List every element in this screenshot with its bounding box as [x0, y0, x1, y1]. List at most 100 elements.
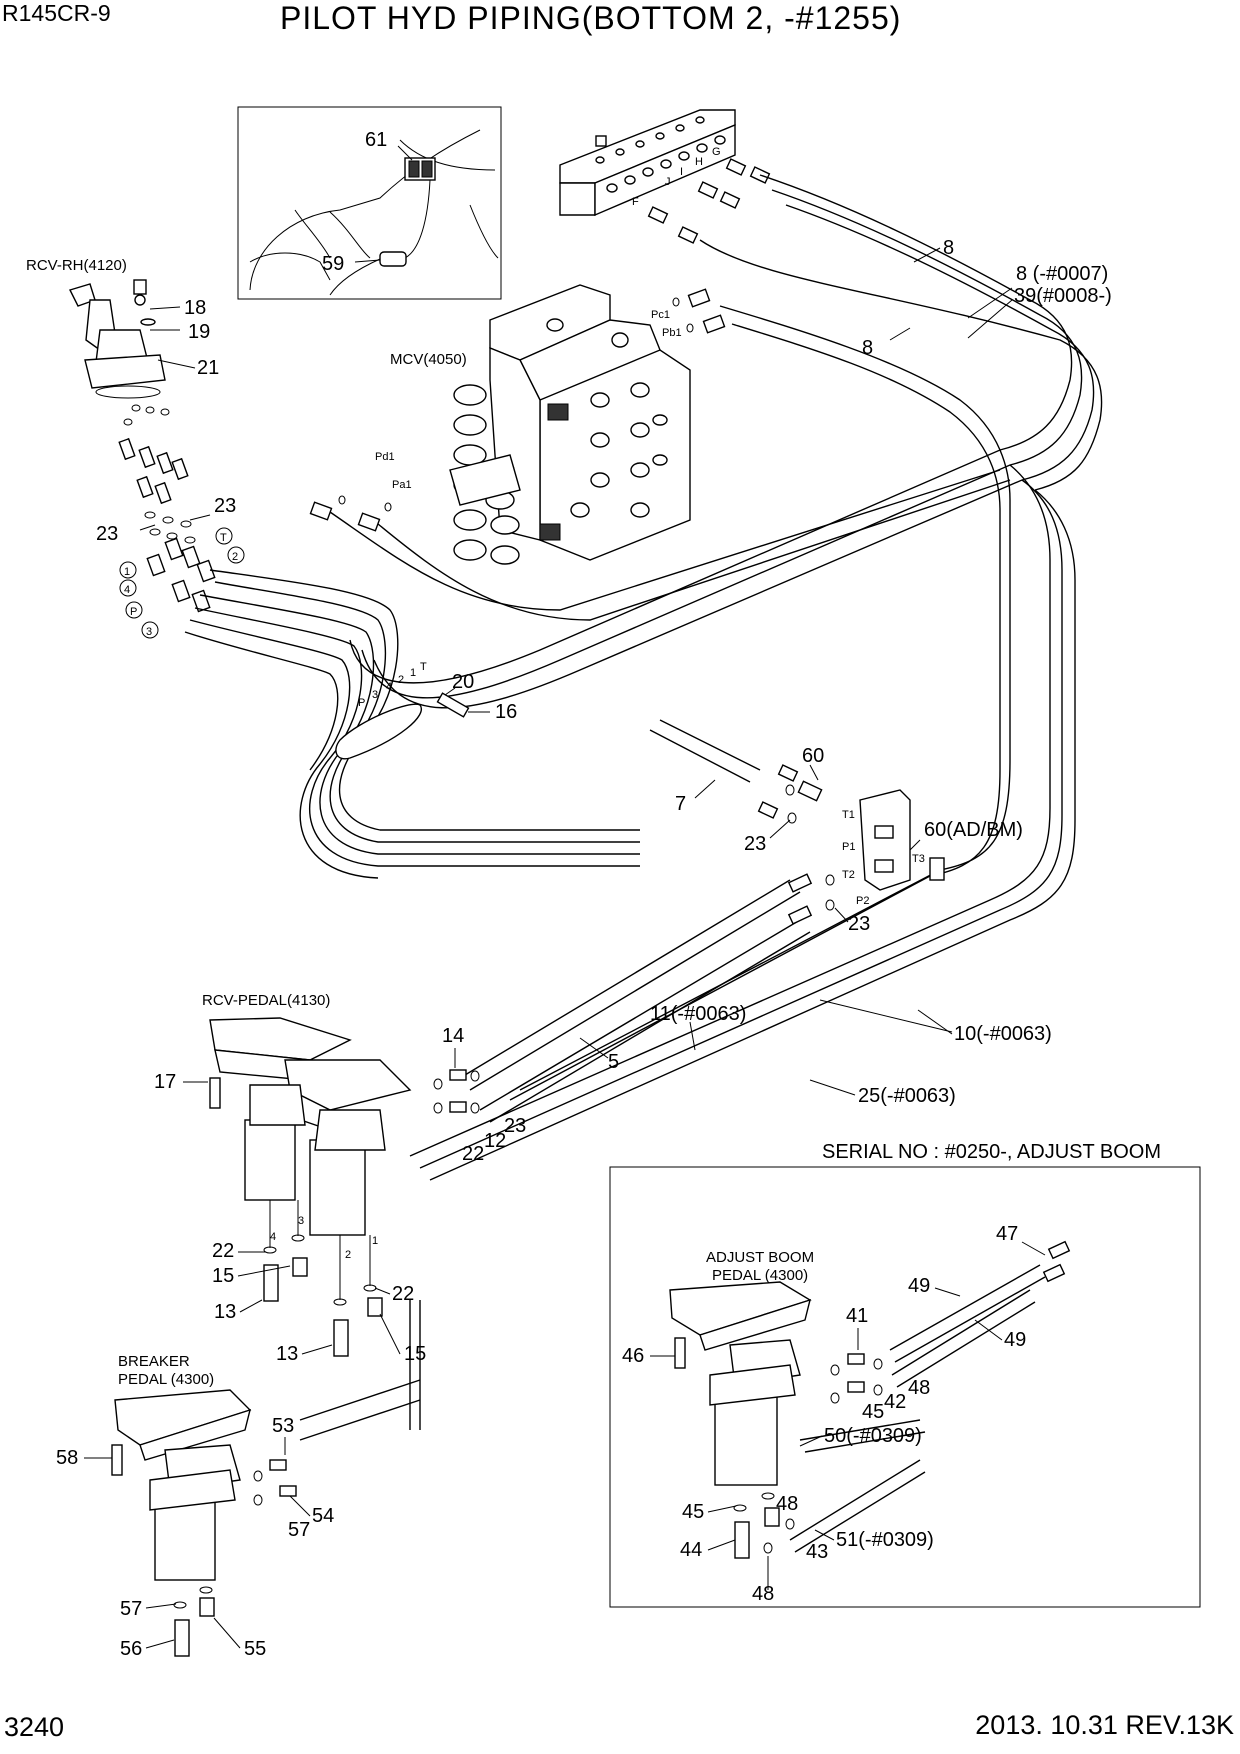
- callout-51: 51(-#0309): [836, 1529, 934, 1551]
- callout-23-a: 23: [214, 495, 236, 517]
- port-1-circle: 1: [124, 566, 130, 578]
- callout-22-b: 22: [212, 1240, 234, 1262]
- port-2-circle: 2: [232, 551, 238, 563]
- callout-48-b: 48: [776, 1493, 798, 1515]
- cab-switch-inset: 61 59: [237, 106, 502, 300]
- port-3-circle: 3: [146, 626, 152, 638]
- bundle-label-1: 1: [410, 667, 416, 679]
- adjust-boom-section: SERIAL NO : #0250-, ADJUST BOOM ADJUST B…: [609, 1141, 1201, 1608]
- callout-57-b: 57: [120, 1598, 142, 1620]
- callout-19: 19: [188, 321, 210, 343]
- callout-60-ad: 60(AD/BM): [924, 819, 1023, 841]
- port-t2-label: T2: [842, 869, 855, 881]
- callout-61: 61: [365, 129, 387, 151]
- callout-14: 14: [442, 1025, 464, 1047]
- port-t3-label: T3: [912, 853, 925, 865]
- callout-10: 10(-#0063): [954, 1023, 1052, 1045]
- callout-60: 60: [802, 745, 824, 767]
- callout-22-c: 22: [392, 1283, 414, 1305]
- port-g-label: G: [712, 146, 721, 158]
- callout-23-b: 23: [96, 523, 118, 545]
- callout-53: 53: [272, 1415, 294, 1437]
- rcv-pedal-label: RCV-PEDAL(4130): [202, 992, 330, 1009]
- callout-5: 5: [608, 1051, 619, 1073]
- callout-59: 59: [322, 253, 344, 275]
- connector-59: [379, 251, 407, 267]
- tee-bracket: T1 P1 T2 T3 P2: [757, 764, 945, 925]
- callout-8-b: 8 (-#0007): [1016, 263, 1108, 285]
- top-manifold: G H I J F: [559, 109, 771, 244]
- bundle-label-3: 3: [372, 689, 378, 701]
- port-t1-label: T1: [842, 809, 855, 821]
- callout-22-a: 22: [462, 1143, 484, 1165]
- callout-43: 43: [806, 1541, 828, 1563]
- pedal-port-4: 4: [270, 1231, 276, 1243]
- pedal-port-1: 1: [372, 1235, 378, 1247]
- port-i-label: I: [680, 166, 683, 178]
- callout-15-a: 15: [212, 1265, 234, 1287]
- callout-46: 46: [622, 1345, 644, 1367]
- adjust-boom-label-2: PEDAL (4300): [712, 1267, 808, 1284]
- rcv-pedal: RCV-PEDAL(4130) 4 3 2 1: [202, 992, 480, 1357]
- revision-date: 2013. 10.31 REV.13K: [975, 1710, 1234, 1740]
- port-p1-label: P1: [842, 841, 855, 853]
- model-number: R145CR-9: [2, 0, 111, 26]
- callout-8-a: 8: [943, 237, 954, 259]
- callout-50: 50(-#0309): [824, 1425, 922, 1447]
- serial-note: SERIAL NO : #0250-, ADJUST BOOM: [822, 1141, 1161, 1163]
- callout-49-b: 49: [1004, 1329, 1026, 1351]
- callout-42: 42: [884, 1391, 906, 1413]
- callout-17: 17: [154, 1071, 176, 1093]
- callout-56: 56: [120, 1638, 142, 1660]
- callout-13-b: 13: [276, 1343, 298, 1365]
- page-number: 3240: [4, 1712, 65, 1742]
- callout-49-a: 49: [908, 1275, 930, 1297]
- callout-58: 58: [56, 1447, 78, 1469]
- callout-12: 12: [484, 1130, 506, 1152]
- inset-frame: [237, 106, 502, 300]
- callout-55: 55: [244, 1638, 266, 1660]
- breaker-pedal: BREAKER PEDAL (4300): [111, 1353, 297, 1657]
- callout-20: 20: [452, 671, 474, 693]
- callout-8-c: 8: [862, 337, 873, 359]
- mcv-valve: MCV(4050) Pc1 Pb1 Pd1 Pa1: [309, 284, 726, 565]
- port-f-label: F: [632, 196, 639, 208]
- callout-11: 11(-#0063): [650, 1003, 746, 1025]
- bundle-label-4: 4: [386, 681, 392, 693]
- pedal-port-3: 3: [298, 1215, 304, 1227]
- callout-47: 47: [996, 1223, 1018, 1245]
- pipe-routes: P 3 4 2 1 T: [184, 174, 1103, 1441]
- port-t-circle: T: [220, 532, 227, 544]
- port-pa1-label: Pa1: [392, 479, 412, 491]
- callout-13-a: 13: [214, 1301, 236, 1323]
- callout-23-e: 23: [504, 1115, 526, 1137]
- port-pd1-label: Pd1: [375, 451, 395, 463]
- rcv-rh-label: RCV-RH(4120): [26, 257, 127, 274]
- adjust-boom-frame: [609, 1166, 1201, 1608]
- port-p2-label: P2: [856, 895, 869, 907]
- callout-54: 54: [312, 1505, 334, 1527]
- breaker-pedal-label-1: BREAKER: [118, 1353, 190, 1370]
- port-pb1-label: Pb1: [662, 327, 682, 339]
- callout-39: 39(#0008-): [1014, 285, 1112, 307]
- bundle-label-t: T: [420, 661, 427, 673]
- callout-labels: 20 16 8 8 (-#0007) 39(#0008-) 8 60 7 60(…: [56, 237, 1112, 1660]
- pedal-port-2: 2: [345, 1249, 351, 1261]
- breaker-pedal-label-2: PEDAL (4300): [118, 1371, 214, 1388]
- callout-48-c: 48: [752, 1583, 774, 1605]
- callout-23-c: 23: [744, 833, 766, 855]
- callout-21: 21: [197, 357, 219, 379]
- callout-41: 41: [846, 1305, 868, 1327]
- port-h-label: H: [695, 156, 703, 168]
- adjust-boom-label-1: ADJUST BOOM: [706, 1249, 814, 1266]
- callout-7: 7: [675, 793, 686, 815]
- port-pc1-label: Pc1: [651, 309, 670, 321]
- callout-57-a: 57: [288, 1519, 310, 1541]
- callout-15-b: 15: [404, 1343, 426, 1365]
- bundle-label-2: 2: [398, 674, 404, 686]
- port-4-circle: 4: [124, 584, 130, 596]
- mcv-label: MCV(4050): [390, 351, 467, 368]
- callout-45-a: 45: [862, 1401, 884, 1423]
- port-j-label: J: [665, 176, 671, 188]
